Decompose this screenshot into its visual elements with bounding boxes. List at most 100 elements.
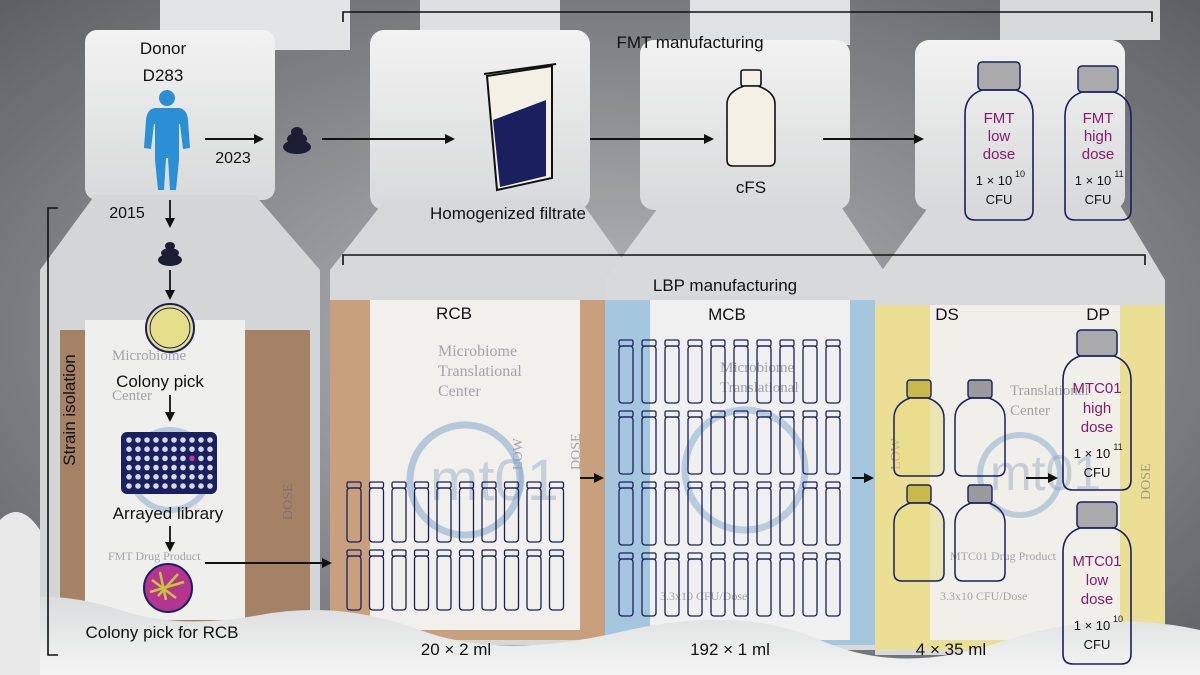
plate-well: [207, 437, 213, 443]
strain-isolation-bracket: [47, 207, 58, 656]
ds-bottle: [954, 379, 1006, 477]
rcb-vial: [481, 481, 497, 543]
mtc01-low-dose-bottle: MTC01 low dose 1 × 10 10 CFU: [1062, 501, 1132, 665]
rcb-vial: [458, 481, 475, 543]
rcb-vial-grid: [346, 481, 565, 611]
logo-circle-icon: [406, 421, 524, 539]
strain-isolation-label: Strain isolation: [60, 354, 79, 466]
mtc-low-cfu-unit: CFU: [1084, 637, 1111, 652]
fmt-high-dose-word: dose: [1082, 146, 1115, 163]
plate-well: [162, 464, 168, 471]
mtc-high-cfu-exp: 11: [1113, 442, 1122, 452]
plate-well: [144, 446, 150, 453]
mtc-low-cfu-exp: 10: [1113, 614, 1123, 624]
fmt-low-cfu-exp: 10: [1015, 169, 1025, 179]
fmt-low-dose-word: dose: [983, 146, 1016, 163]
mcb-vial: [641, 339, 657, 404]
plate-well: [189, 483, 195, 489]
mcb-vial: [825, 481, 841, 546]
fmt-high-name: FMT: [1083, 110, 1114, 127]
fmt-low-dose-bottle: FMT low dose 1 × 10 10 CFU: [964, 61, 1034, 221]
plate-well: [189, 464, 195, 471]
mtc-low-dose-line: low: [1086, 572, 1109, 589]
plate-well: [144, 437, 150, 443]
rcb-vial: [368, 481, 385, 543]
mtc-high-dose-word: dose: [1081, 419, 1114, 436]
bottle-4-product-text: MTC01 Drug Product: [950, 549, 1057, 563]
lbp-manufacturing-title: LBP manufacturing: [653, 276, 797, 295]
mcb-vial: [802, 410, 818, 475]
plate-well: [126, 446, 132, 453]
plate-well: [135, 483, 141, 489]
mtc-high-name: MTC01: [1072, 380, 1121, 397]
fmt-bracket: [342, 11, 1153, 22]
rcb-label: RCB: [436, 304, 472, 323]
arrayed-library-plate-icon: [121, 432, 217, 494]
mcb-vial: [779, 410, 795, 475]
plate-well: [189, 474, 195, 480]
mcb-vial: [687, 481, 703, 546]
fmt-low-cfu-base: 1 × 10: [976, 173, 1013, 188]
plate-well: [198, 483, 204, 489]
plate-well: [144, 455, 150, 462]
mcb-vial: [664, 410, 680, 475]
stool-icon: [283, 127, 311, 154]
plate-well: [189, 446, 195, 453]
mcb-vial: [733, 410, 749, 475]
plate-well: [198, 446, 204, 453]
plate-well: [126, 474, 132, 480]
logo-circle-icon: [977, 432, 1063, 518]
mcb-vial: [618, 481, 634, 546]
plate-well: [153, 474, 159, 480]
fmt-low-cfu-unit: CFU: [986, 192, 1013, 207]
plate-well: [207, 474, 213, 480]
plate-well: [207, 455, 213, 462]
plate-well: [144, 474, 150, 480]
fmt-manufacturing-title: FMT manufacturing: [616, 33, 763, 52]
plate-well: [135, 446, 141, 453]
ds-label: DS: [935, 305, 959, 324]
plate-well: [162, 483, 168, 489]
plate-well: [180, 446, 186, 453]
stool-icon: [158, 242, 182, 266]
mcb-vial: [779, 552, 795, 617]
mcb-vial: [756, 552, 772, 617]
bottle-3-label-line2: Translational: [720, 380, 799, 396]
mcb-vial: [641, 481, 657, 546]
mtc-high-dose-line: high: [1083, 400, 1111, 417]
plate-well: [180, 483, 186, 489]
rcb-vial: [413, 549, 430, 611]
ds-quantity: 4 × 35 ml: [916, 640, 986, 659]
mcb-vial: [802, 481, 818, 546]
mcb-vial: [825, 410, 841, 475]
mcb-vial: [756, 410, 772, 475]
mcb-vial: [710, 481, 726, 546]
mcb-vial: [710, 552, 726, 617]
year-2023: 2023: [215, 150, 251, 167]
bottle-1-label-line3: Center: [112, 388, 152, 404]
donor-label: Donor: [140, 39, 187, 58]
plate-well: [135, 437, 141, 443]
arrayed-library-label: Arrayed library: [113, 504, 224, 523]
mtc01-high-dose-bottle: MTC01 high dose 1 × 10 11 CFU: [1062, 329, 1132, 491]
rcb-vial: [413, 481, 430, 543]
mcb-vial: [710, 339, 726, 404]
dp-label: DP: [1086, 305, 1110, 324]
mcb-vial: [664, 552, 680, 617]
mcb-vial: [641, 410, 657, 475]
filtrate-bag-icon: [483, 63, 557, 192]
mcb-vial: [756, 339, 772, 404]
plate-well: [180, 437, 186, 443]
bottle-2-label-line2: Translational: [438, 363, 522, 380]
bottle-2-dose-side: DOSE: [569, 433, 584, 470]
mcb-vial: [687, 410, 703, 475]
mcb-vial: [756, 481, 772, 546]
mcb-vial: [825, 552, 841, 617]
bottle-4: [875, 40, 1165, 655]
plate-well: [126, 455, 132, 462]
plate-well: [207, 464, 213, 471]
plate-well: [153, 437, 159, 443]
rcb-vial: [526, 549, 542, 611]
